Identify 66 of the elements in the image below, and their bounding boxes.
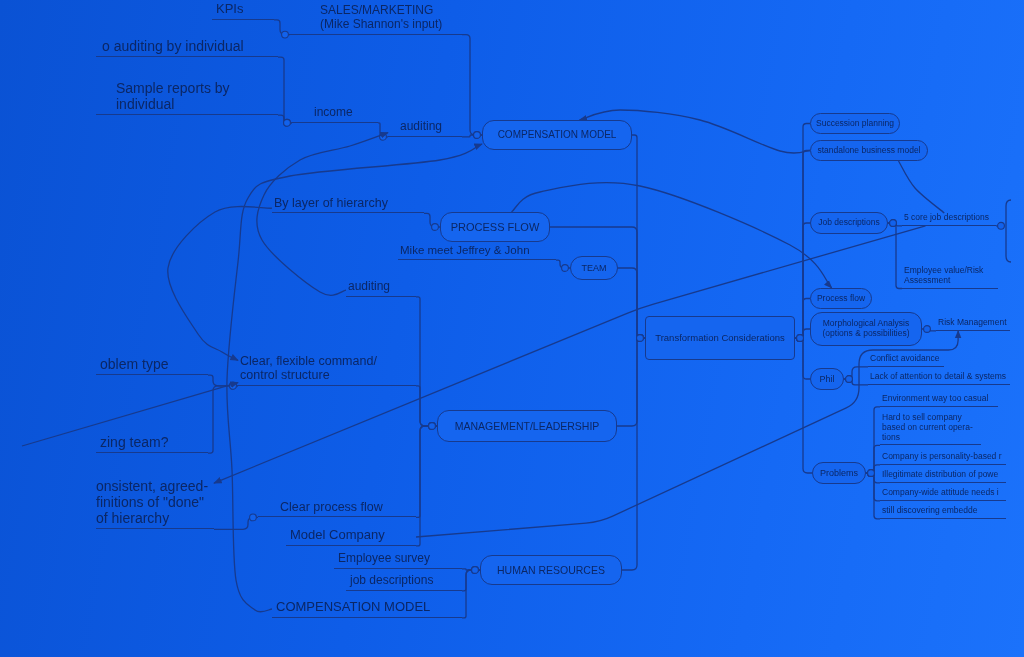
topic-box: PROCESS FLOW xyxy=(440,212,550,242)
topic-box: Job descriptions xyxy=(810,212,888,234)
branch-line xyxy=(461,131,483,139)
underlined-topic: oblem type xyxy=(96,356,208,376)
underlined-topic: Clear, flexible command/ control structure xyxy=(238,354,416,386)
branch-line xyxy=(277,114,293,127)
topic-box: Phil xyxy=(810,368,844,390)
topic-box: standalone business model xyxy=(810,140,928,161)
underlined-topic: Lack of attention to detail & systems xyxy=(868,372,1010,385)
branch-line xyxy=(921,325,937,333)
underlined-topic: 5 core job descriptions xyxy=(902,213,996,226)
branch-line xyxy=(377,122,389,141)
central-topic-box: Transformation Considerations xyxy=(645,316,795,360)
branch-line xyxy=(995,199,1012,263)
topic-box: Morphological Analysis (options & possibilities) xyxy=(810,312,922,346)
branch-line xyxy=(843,375,869,386)
branch-line xyxy=(555,259,571,272)
underlined-topic: Mike meet Jeffrey & John xyxy=(398,244,556,261)
underlined-topic: Company is personality-based r xyxy=(880,452,1006,465)
underlined-topic: Model Company xyxy=(286,528,416,546)
underlined-topic: Company-wide attitude needs i xyxy=(880,488,1006,501)
branch-line xyxy=(273,19,291,39)
cross-link-arrow xyxy=(226,143,483,613)
branch-line xyxy=(621,334,646,571)
cross-link-arrow xyxy=(578,109,811,154)
cross-link-arrow xyxy=(213,225,927,484)
topic-box: Problems xyxy=(812,462,866,484)
underlined-topic: zing team? xyxy=(96,434,208,454)
topic-box: COMPENSATION MODEL xyxy=(482,120,632,150)
cross-link-line xyxy=(897,160,945,214)
topic-box: MANAGEMENT/LEADERSHIP xyxy=(437,410,617,442)
branch-line xyxy=(207,381,239,454)
branch-line xyxy=(865,469,881,520)
underlined-topic: Clear process flow xyxy=(258,500,416,518)
underlined-topic: Conflict avoidance xyxy=(868,354,944,367)
branch-line xyxy=(461,566,481,619)
topic-box: Succession planning xyxy=(810,113,900,134)
branch-line xyxy=(423,212,441,231)
underlined-topic: still discovering embedde xyxy=(880,506,1006,519)
cross-link-arrow xyxy=(21,381,239,447)
underlined-topic: Sample reports by individual xyxy=(96,80,278,116)
underlined-topic: Hard to sell company based on current opera- tions xyxy=(880,413,981,446)
underlined-topic: Environment way too casual xyxy=(880,394,998,407)
underlined-topic: SALES/MARKETING (Mike Shannon's input) xyxy=(290,4,462,35)
underlined-topic: auditing xyxy=(388,120,462,137)
cross-link-arrow xyxy=(415,329,962,538)
underlined-topic: o auditing by individual xyxy=(96,38,278,58)
cross-link-arrow xyxy=(167,205,273,362)
cross-link-arrow xyxy=(256,131,389,296)
underlined-topic: Employee value/Risk Assessment xyxy=(902,266,998,289)
topic-box: Process flow xyxy=(810,288,872,309)
underlined-topic: COMPENSATION MODEL xyxy=(272,600,462,618)
cross-link-arrow xyxy=(510,181,833,289)
underlined-topic: auditing xyxy=(346,280,416,297)
underlined-topic: By layer of hierarchy xyxy=(272,196,424,214)
underlined-topic: job descriptions xyxy=(346,574,462,591)
underlined-topic: Illegitimate distribution of powe xyxy=(880,470,1006,483)
branch-line xyxy=(415,422,438,547)
underlined-topic: Employee survey xyxy=(334,552,462,569)
underlined-topic: onsistent, agreed- finitions of "done" of hierarchy xyxy=(96,478,214,530)
underlined-topic: Risk Management xyxy=(936,318,1010,331)
branch-line xyxy=(213,513,259,530)
underlined-topic: income xyxy=(292,106,378,123)
underlined-topic: KPIs xyxy=(212,2,274,20)
topic-box: HUMAN RESOURCES xyxy=(480,555,622,585)
topic-box: TEAM xyxy=(570,256,618,280)
